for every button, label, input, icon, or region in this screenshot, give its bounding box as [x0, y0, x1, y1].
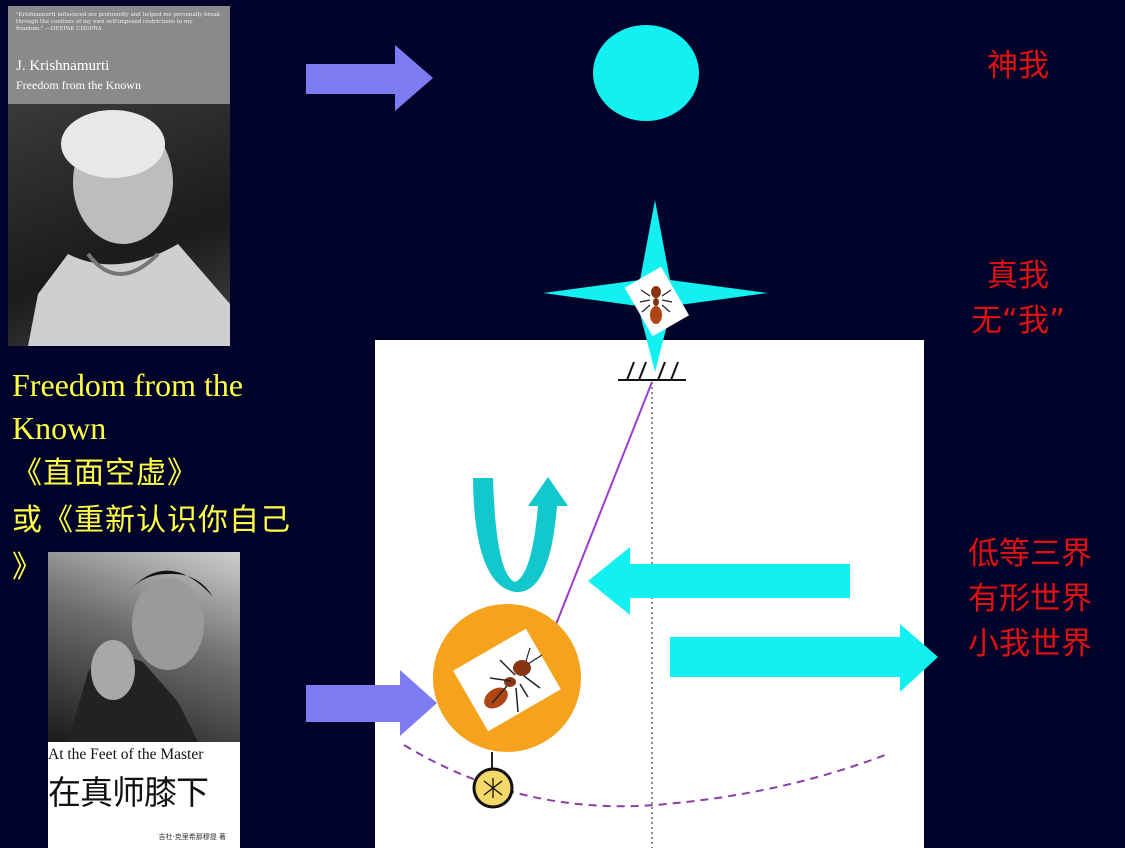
arrow-to-divine-self — [306, 45, 433, 111]
pendulum-string — [552, 381, 653, 633]
label-true-self-line2: 无“我” — [970, 303, 1066, 339]
caption-line-5: 》 — [12, 550, 43, 585]
caption-line-3: 《直面空虚》 — [12, 456, 198, 491]
u-turn-arrow — [473, 477, 568, 593]
portrait-photo-elder — [8, 104, 230, 346]
cover-title: Freedom from the Known — [16, 78, 141, 92]
label-true-self-line1: 真我 — [987, 258, 1049, 294]
arrow-right — [670, 624, 938, 692]
portrait-photo-young — [48, 552, 240, 742]
book-cover-at-the-feet-of-the-master: At the Feet of the Master 在真师膝下 吉杜·克里希那穆… — [48, 552, 240, 848]
swing-arc — [403, 744, 886, 808]
caption-line-2: Known — [12, 410, 107, 446]
anchor-hatch — [618, 361, 686, 381]
divine-self-circle — [593, 25, 699, 121]
arrow-to-small-self — [306, 670, 437, 736]
label-true-self: 真我 无“我” — [968, 254, 1068, 344]
arrow-left — [588, 547, 850, 615]
label-lower-line3: 小我世界 — [968, 626, 1092, 662]
ant-icon — [639, 286, 673, 324]
caption-line-1: Freedom from the — [12, 367, 244, 403]
book-cover-freedom-from-the-known: "Krishnamurti influenced me profoundly a… — [8, 6, 230, 346]
cover-author: J. Krishnamurti — [16, 58, 110, 74]
cover-publisher-line: 吉杜·克里希那穆提 著 — [158, 833, 226, 841]
caption-line-4: 或《重新认识你自己 — [12, 503, 291, 538]
label-lower-worlds: 低等三界 有形世界 小我世界 — [950, 532, 1110, 667]
cover-title-english: At the Feet of the Master — [48, 746, 204, 763]
label-lower-line2: 有形世界 — [968, 581, 1092, 617]
cover-blurb: "Krishnamurti influenced me profoundly a… — [16, 12, 221, 32]
ant-icon — [484, 647, 543, 713]
label-lower-line1: 低等三界 — [968, 536, 1092, 572]
book-caption: Freedom from the Known 《直面空虚》 或《重新认识你自己 … — [12, 364, 291, 591]
label-divine-self: 神我 — [987, 48, 1049, 84]
cover-title-chinese: 在真师膝下 — [48, 773, 209, 812]
pendulum-bob-wheel — [472, 752, 514, 809]
